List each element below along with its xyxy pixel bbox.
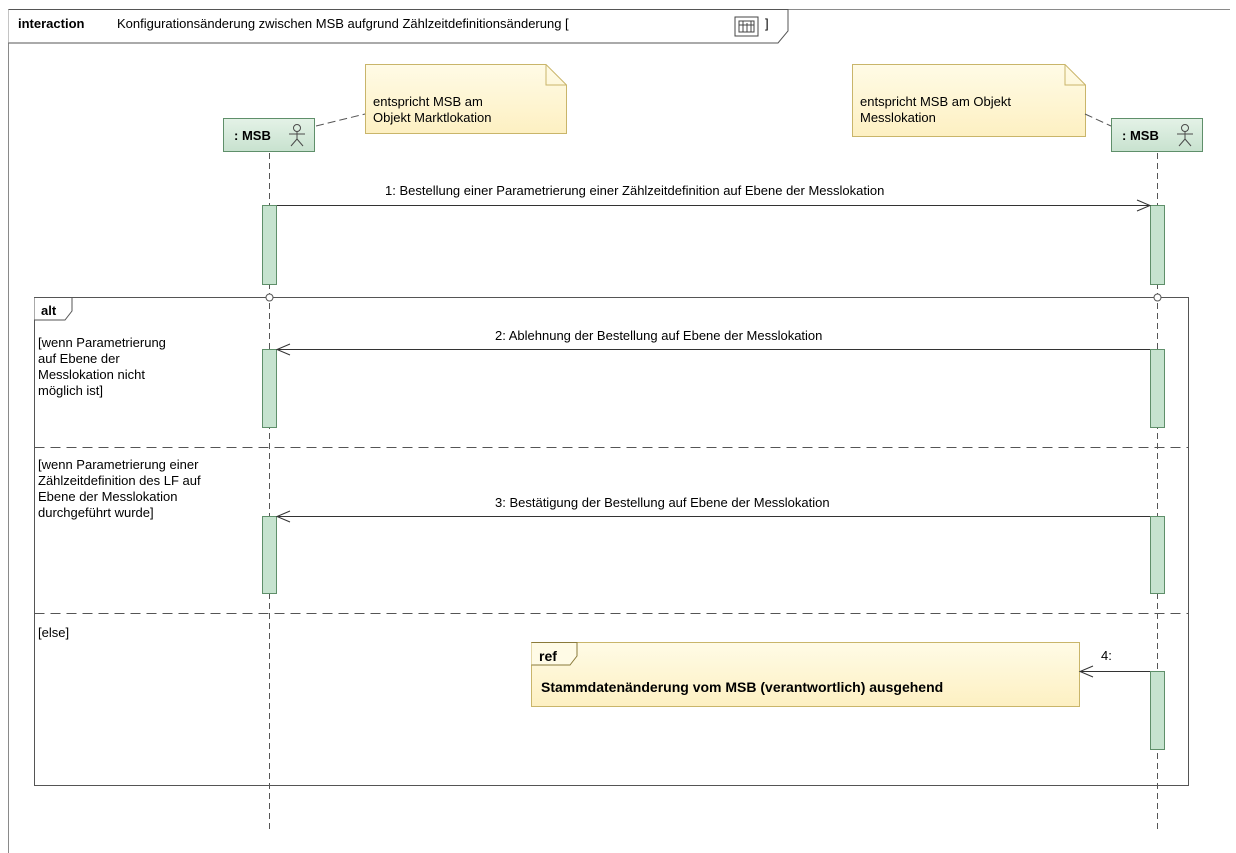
alt-keyword: alt [41,303,57,318]
frame-tab [8,9,789,44]
interaction-frame: interaction Konfigurationsänderung zwisc… [8,9,1230,853]
alt-fragment: alt [34,293,1189,786]
guard-1-line-4: möglich ist] [38,383,103,398]
guard-3-line-1: [else] [38,625,69,640]
activation-right-1 [1150,205,1165,285]
frame-title-close: ] [765,16,769,31]
guard-2: [wenn Parametrierung einer Zählzeitdefin… [38,457,201,520]
ref-fragment[interactable]: ref Stammdatenänderung vom MSB (verantwo… [531,642,1080,707]
frame-keyword: interaction [18,16,85,31]
activation-left-3 [262,516,277,594]
message-2[interactable]: 2: Ablehnung der Bestellung auf Ebene de… [275,328,1150,356]
guard-1: [wenn Parametrierung auf Ebene der Messl… [38,335,166,398]
diagram-table-icon [734,16,759,37]
note-left-line-1: entspricht MSB am [373,94,483,109]
actor-icon [289,124,305,147]
lifeline-right-head[interactable]: : MSB [1111,118,1203,152]
guard-1-line-1: [wenn Parametrierung [38,335,166,350]
note-right-line-2: Messlokation [860,110,936,125]
note-left-connector [315,113,366,127]
message-3[interactable]: 3: Bestätigung der Bestellung auf Ebene … [275,495,1150,523]
arrow-head-icon [1136,199,1152,212]
message-1[interactable]: 1: Bestellung einer Parametrierung einer… [277,183,1152,212]
note-right-line-1: entspricht MSB am Objekt [860,94,1011,109]
lifeline-left-label: : MSB [234,128,271,143]
alt-tab [34,297,73,321]
ref-text: Stammdatenänderung vom MSB (verantwortli… [541,679,943,695]
alt-lifeline-marker-left [265,293,274,302]
guard-3: [else] [38,625,69,640]
note-left-line-2: Objekt Marktlokation [373,110,492,125]
alt-lifeline-marker-right [1153,293,1162,302]
activation-right-3 [1150,516,1165,594]
message-2-label: 2: Ablehnung der Bestellung auf Ebene de… [495,328,822,343]
arrow-head-icon [275,510,291,523]
guard-1-line-2: auf Ebene der [38,351,120,366]
arrow-head-icon [1078,665,1094,678]
note-right[interactable]: entspricht MSB am Objekt Messlokation [852,64,1086,137]
guard-2-line-1: [wenn Parametrierung einer [38,457,199,472]
frame-title: Konfigurationsänderung zwischen MSB aufg… [117,16,569,31]
guard-2-line-3: Ebene der Messlokation [38,489,177,504]
lifeline-right-label: : MSB [1122,128,1159,143]
ref-keyword: ref [539,648,557,664]
activation-left-1 [262,205,277,285]
activation-right-4 [1150,671,1165,750]
actor-icon [1177,124,1193,147]
arrow-head-icon [275,343,291,356]
message-3-label: 3: Bestätigung der Bestellung auf Ebene … [495,495,830,510]
lifeline-left-head[interactable]: : MSB [223,118,315,152]
note-left[interactable]: entspricht MSB am Objekt Marktlokation [365,64,567,134]
message-4-label: 4: [1101,648,1112,663]
activation-right-2 [1150,349,1165,428]
note-right-connector [1084,113,1112,127]
guard-1-line-3: Messlokation nicht [38,367,145,382]
ref-tab [531,642,578,666]
message-1-label: 1: Bestellung einer Parametrierung einer… [385,183,884,198]
activation-left-2 [262,349,277,428]
guard-2-line-2: Zählzeitdefinition des LF auf [38,473,201,488]
message-4[interactable]: 4: [1078,648,1150,678]
guard-2-line-4: durchgeführt wurde] [38,505,154,520]
